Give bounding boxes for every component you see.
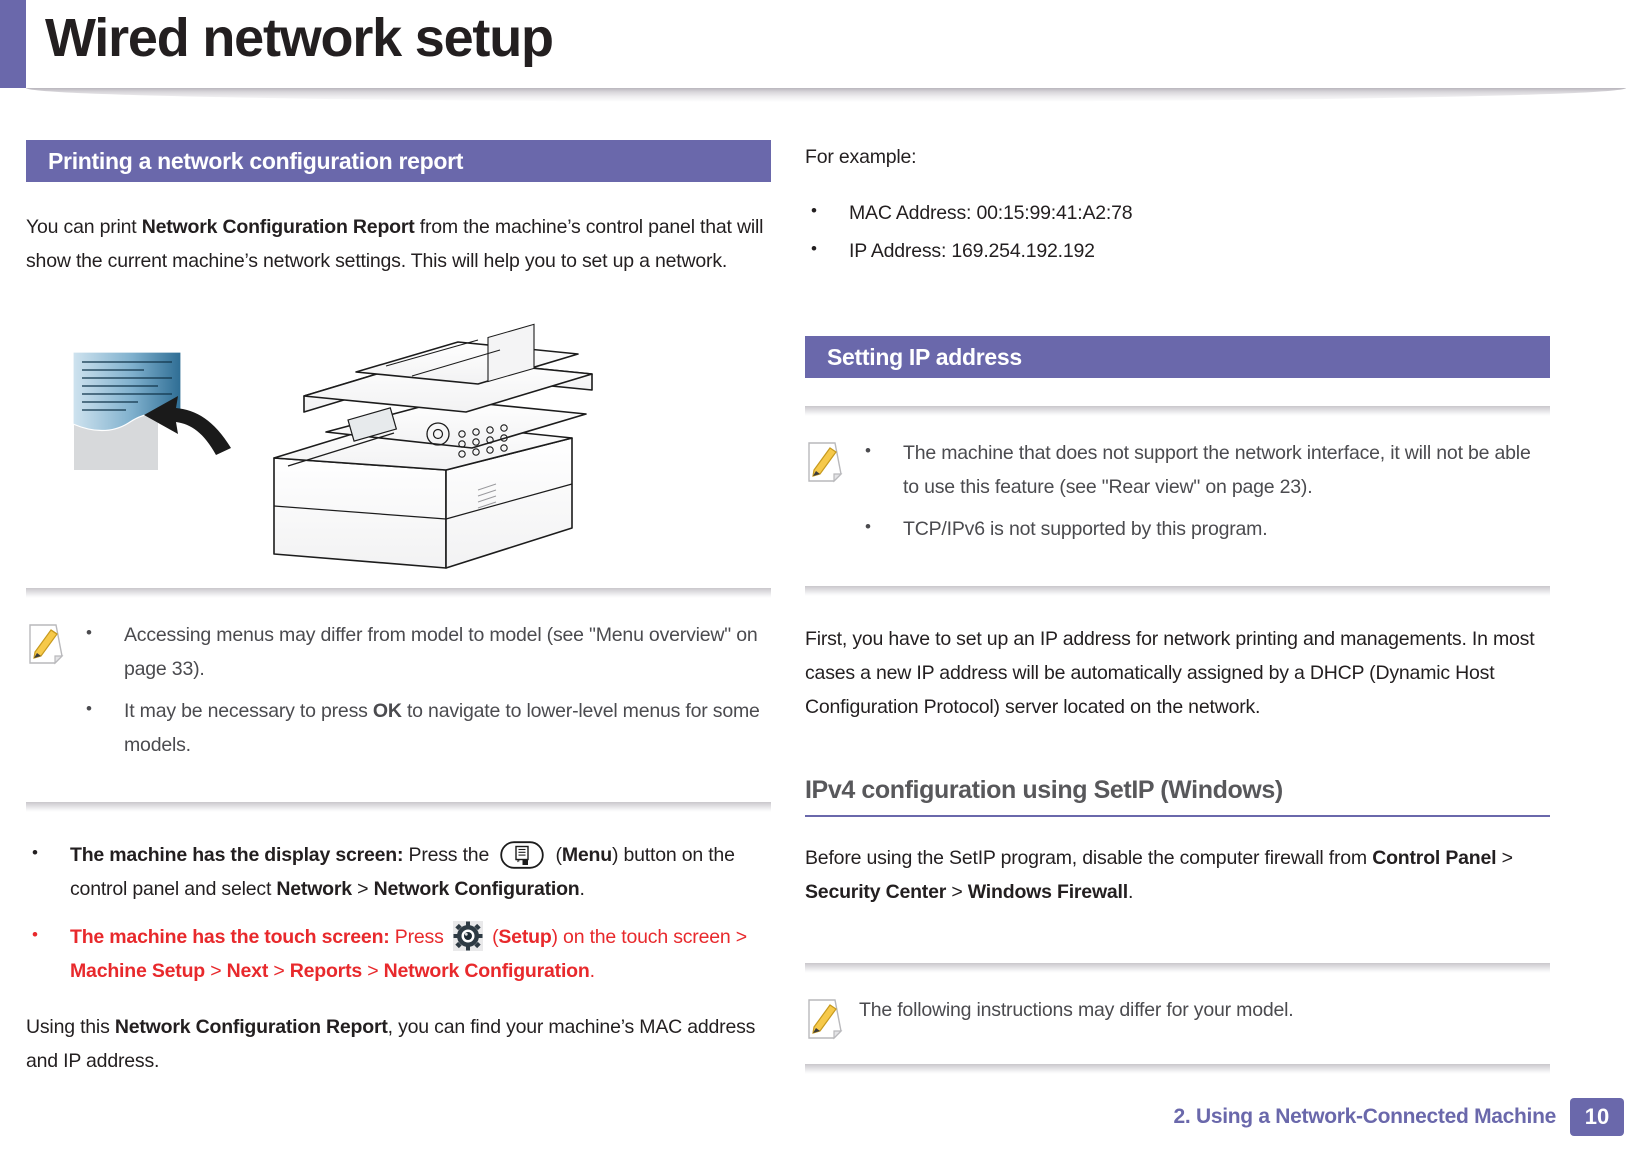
note-item-text-a: It may be necessary to press <box>124 700 373 722</box>
setup-label: Setup <box>498 926 552 948</box>
path-separator: > <box>268 960 290 982</box>
outro-text-b: , you can find your machine’s MAC addres… <box>26 1016 756 1072</box>
ip-address-paragraph: First, you have to set up an IP address … <box>805 628 1535 718</box>
outro-text-a: Using this <box>26 1016 115 1038</box>
step-period: . <box>579 878 585 900</box>
ok-button-label: OK <box>372 700 402 722</box>
note-item-text: Accessing menus may differ from model to… <box>124 624 758 680</box>
intro-text-c: from the machine’s control panel that wi… <box>26 216 764 272</box>
menu-path-next: Next <box>226 960 269 982</box>
right-column: For example: MAC Address: 00:15:99:41:A2… <box>805 140 1550 1100</box>
note-box-network-interface: The machine that does not support the ne… <box>805 406 1550 596</box>
setup-gear-icon[interactable] <box>452 921 483 951</box>
list-item: TCP/IPv6 is not supported by this progra… <box>859 510 1550 546</box>
path-security-center: Security Center <box>805 880 947 903</box>
intro-bold: Network Configuration Report <box>141 216 415 238</box>
step-text-select: ) button on the control panel and select <box>70 844 735 900</box>
note-item-text: The machine that does not support the ne… <box>903 442 1531 498</box>
step-lead-touch: The machine has the touch screen: <box>70 926 390 948</box>
page-title: Wired network setup <box>45 8 554 68</box>
control-panel-steps: The machine has the display screen: Pres… <box>26 836 771 988</box>
step-display-screen: The machine has the display screen: Pres… <box>26 836 771 906</box>
menu-path-network: Network <box>276 878 352 900</box>
path-separator: > <box>351 878 374 900</box>
path-separator: > <box>362 960 384 982</box>
header-accent-bar <box>0 0 26 88</box>
section-header-setting-ip-address: Setting IP address <box>805 336 1550 378</box>
step-period: . <box>589 960 595 982</box>
note-pencil-icon <box>805 993 849 1046</box>
footer-chapter-label: 2. Using a Network-Connected Machine <box>1173 1105 1557 1128</box>
example-address-list: MAC Address: 00:15:99:41:A2:78 IP Addres… <box>805 194 1550 268</box>
mac-address-value: MAC Address: 00:15:99:41:A2:78 <box>849 202 1133 224</box>
page-footer: 2. Using a Network-Connected Machine 10 <box>1174 1098 1624 1136</box>
note-pencil-icon <box>805 436 849 489</box>
menu-path-network-configuration: Network Configuration <box>373 878 580 900</box>
note-list: Accessing menus may differ from model to… <box>80 616 771 762</box>
step-text: Press the <box>403 844 495 866</box>
note-box-menu-access: Accessing menus may differ from model to… <box>26 588 771 812</box>
firewall-period: . <box>1128 880 1134 903</box>
path-separator: > <box>205 960 227 982</box>
outro-bold: Network Configuration Report <box>114 1016 388 1038</box>
path-separator: > <box>1496 846 1513 869</box>
path-windows-firewall: Windows Firewall <box>967 880 1128 903</box>
intro-paragraph: You can print Network Configuration Repo… <box>26 210 771 278</box>
path-control-panel: Control Panel <box>1372 846 1497 869</box>
section-header-printing-report: Printing a network configuration report <box>26 140 771 182</box>
menu-label: Menu <box>561 844 612 866</box>
firewall-text-a: Before using the SetIP program, disable … <box>805 846 1373 869</box>
step-text-paren: ( <box>550 844 563 866</box>
intro-text-a: You can print <box>26 216 142 238</box>
page-header: Wired network setup <box>0 0 1650 102</box>
menu-path-reports: Reports <box>289 960 363 982</box>
left-column: Printing a network configuration report … <box>26 140 771 1100</box>
multifunction-printer-illustration <box>72 323 593 569</box>
list-item: Accessing menus may differ from model to… <box>80 616 771 686</box>
note-pencil-icon <box>26 618 70 671</box>
step-text-touch: ) on the touch screen > <box>551 926 748 948</box>
outro-paragraph: Using this Network Configuration Report,… <box>26 1010 771 1078</box>
note-item-text-b: to navigate to lower-level menus for som… <box>124 700 760 756</box>
ip-address-value: IP Address: 169.254.192.192 <box>849 240 1095 262</box>
for-example-label: For example: <box>805 146 917 168</box>
list-item: IP Address: 169.254.192.192 <box>805 232 1550 268</box>
note-list: The machine that does not support the ne… <box>859 434 1550 546</box>
note-item-text: The following instructions may differ fo… <box>859 998 1294 1021</box>
list-item: The machine that does not support the ne… <box>859 434 1550 504</box>
menu-path-network-configuration: Network Configuration <box>383 960 590 982</box>
list-item: It may be necessary to press OK to navig… <box>80 692 771 762</box>
note-box-instructions-differ: The following instructions may differ fo… <box>805 962 1550 1074</box>
list-item: MAC Address: 00:15:99:41:A2:78 <box>805 194 1550 230</box>
subheading-divider <box>805 815 1550 817</box>
path-separator: > <box>946 880 968 903</box>
step-lead-display: The machine has the display screen: <box>70 844 404 866</box>
step-text: Press <box>389 926 449 948</box>
menu-path-machine-setup: Machine Setup <box>70 960 206 982</box>
footer-page-number: 10 <box>1570 1098 1624 1136</box>
title-divider <box>26 88 1626 102</box>
printer-report-figure <box>26 300 771 570</box>
svg-text:*: * <box>517 858 521 868</box>
firewall-paragraph: Before using the SetIP program, disable … <box>805 841 1550 909</box>
step-touch-screen: The machine has the touch screen: Press <box>26 918 771 988</box>
menu-button-icon[interactable]: * <box>500 841 545 869</box>
note-item-text: TCP/IPv6 is not supported by this progra… <box>903 518 1268 540</box>
step-text-paren: ( <box>486 926 499 948</box>
subheading-ipv4-setip: IPv4 configuration using SetIP (Windows) <box>805 776 1283 804</box>
